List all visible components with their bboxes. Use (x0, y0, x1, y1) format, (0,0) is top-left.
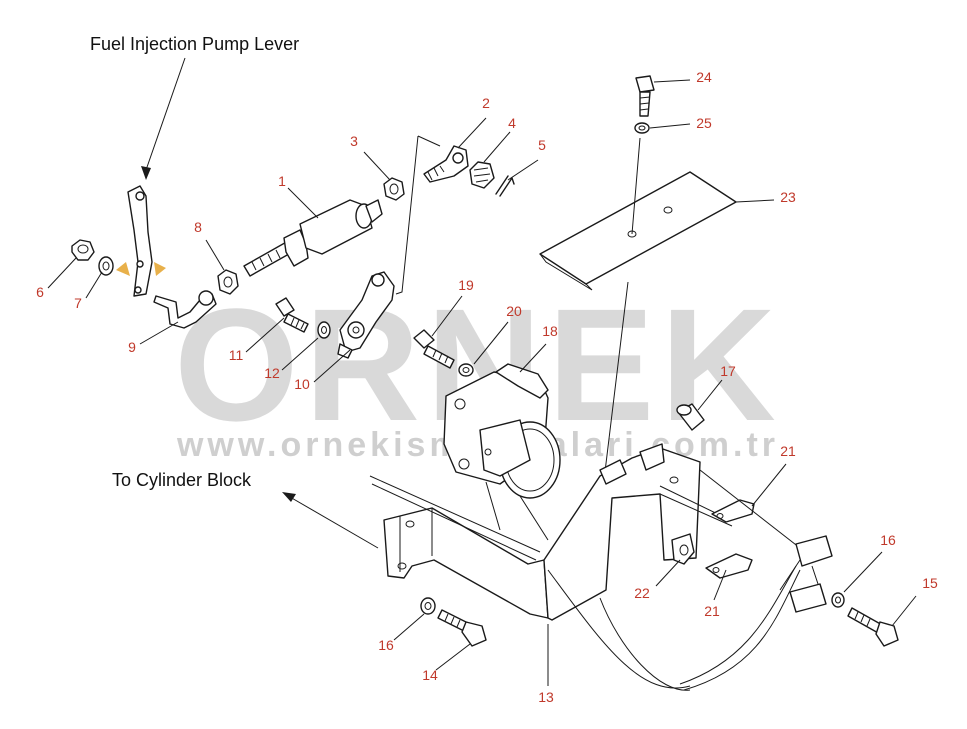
caption-fuel-injection-pump-lever: Fuel Injection Pump Lever (90, 34, 299, 54)
callout-6: 6 (36, 284, 44, 300)
callout-24: 24 (696, 69, 712, 85)
part-15-bolt (847, 607, 899, 647)
callout-23: 23 (780, 189, 796, 205)
callout-21-upper: 21 (780, 443, 796, 459)
callout-3: 3 (350, 133, 358, 149)
part-3-nut (383, 177, 405, 201)
callout-16-right: 16 (880, 532, 896, 548)
callout-15: 15 (922, 575, 938, 591)
part-18-motor (443, 363, 561, 541)
part-5-cotter-pin (495, 175, 515, 197)
part-16-washer-left (420, 597, 436, 615)
part-24-bolt (635, 75, 655, 117)
part-11-bolt (275, 297, 309, 333)
part-14-bolt (437, 609, 487, 647)
part-10-lever (337, 271, 395, 359)
part-21-clamp-upper (711, 499, 755, 523)
caption-to-cylinder-block: To Cylinder Block (112, 470, 252, 490)
part-17-bushing (676, 403, 705, 431)
part-19-bolt (413, 329, 455, 369)
callout-20: 20 (506, 303, 522, 319)
part-9-ball-joint (153, 290, 217, 329)
part-20-washer (458, 363, 474, 377)
callout-4: 4 (508, 115, 516, 131)
part-8-nut (217, 269, 239, 295)
wire-harness (679, 469, 833, 691)
callout-13: 13 (538, 689, 554, 705)
bolt-24-axis (603, 137, 641, 481)
callout-8: 8 (194, 219, 202, 235)
leader-lines (47, 79, 917, 686)
callout-11: 11 (229, 347, 244, 363)
part-7-washer (98, 256, 114, 276)
callout-5: 5 (538, 137, 546, 153)
callout-18: 18 (542, 323, 558, 339)
part-4-castle-nut (469, 161, 495, 189)
part-2-rod-end (423, 145, 469, 183)
callout-21-lower: 21 (704, 603, 720, 619)
part-12-washer (317, 321, 331, 339)
callout-22: 22 (634, 585, 650, 601)
part-16-washer-right (831, 592, 845, 608)
callout-1: 1 (278, 173, 286, 189)
callout-25: 25 (696, 115, 712, 131)
fuel-lever-arrow (141, 57, 186, 180)
callout-16-left: 16 (378, 637, 394, 653)
part-1-rod-assembly (243, 199, 383, 277)
callouts: 1 2 3 4 5 6 7 8 9 10 11 12 13 14 15 16 1… (36, 69, 938, 705)
fuel-injection-pump-lever (116, 185, 166, 297)
callout-14: 14 (422, 667, 438, 683)
part-13-bracket (369, 443, 733, 691)
callout-2: 2 (482, 95, 490, 111)
callout-9: 9 (128, 339, 136, 355)
callout-17: 17 (720, 363, 736, 379)
callout-12: 12 (264, 365, 280, 381)
part-21-clamp-lower (705, 553, 753, 579)
part-22-clip (671, 533, 695, 565)
cylinder-block-arrow (282, 492, 379, 549)
part-23-cover-plate (539, 171, 737, 291)
part-25-washer (634, 122, 650, 134)
part-6-nut (71, 239, 95, 261)
callout-10: 10 (294, 376, 310, 392)
callout-19: 19 (458, 277, 474, 293)
link-line (395, 135, 441, 295)
callout-7: 7 (74, 295, 82, 311)
